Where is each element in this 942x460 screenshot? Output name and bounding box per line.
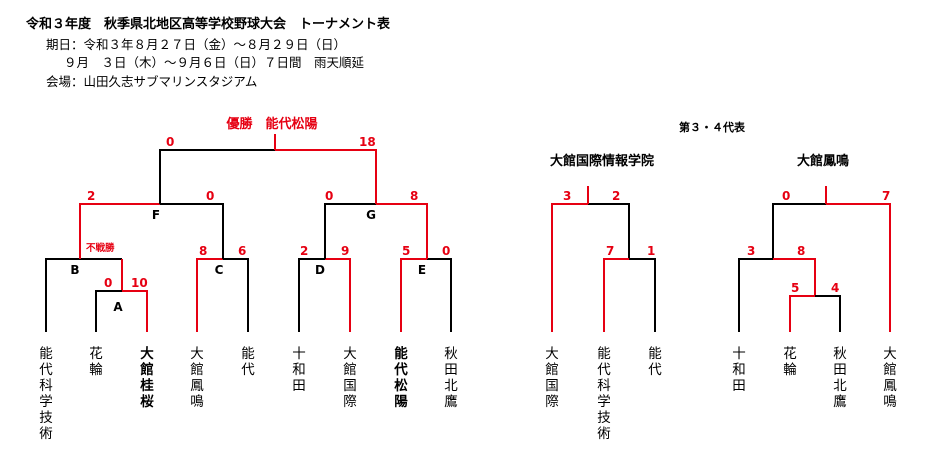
b2-top-right bbox=[826, 203, 891, 332]
team-name: 花輪 bbox=[783, 346, 797, 378]
line-f-left bbox=[79, 203, 160, 259]
team-name: 大館桂桜 bbox=[139, 345, 154, 410]
third-fourth-title: 第３・４代表 bbox=[679, 120, 746, 134]
line-g-right bbox=[376, 203, 428, 259]
dates-line-1: 期日：令和３年８月２７日（金）～８月２９日（日） bbox=[46, 37, 347, 52]
node-labels: A B C D E F G bbox=[70, 208, 426, 314]
dates-line-2: ９月 ３日（木）～９月６日（日）７日間 雨天順延 bbox=[64, 55, 365, 70]
team-name: 能代松陽 bbox=[393, 345, 408, 410]
bracket2-winner: 大館鳳鳴 bbox=[797, 153, 849, 169]
line-c-right bbox=[223, 258, 249, 332]
third-fourth-scores: 3 2 7 1 0 7 3 8 5 4 bbox=[563, 189, 890, 295]
third-fourth-bracket-lines bbox=[551, 186, 891, 332]
score: 0 bbox=[206, 189, 214, 203]
team-names: 能代科学技術 花輪 大館桂桜 大館鳳鳴 能代 十和田 大館国際 能代松陽 秋田北鷹 大館国際 能代科… bbox=[39, 345, 897, 442]
champion-label: 優勝 能代松陽 bbox=[225, 116, 317, 132]
team-name: 能代科学技術 bbox=[39, 346, 53, 442]
score: 0 bbox=[442, 244, 450, 258]
score: 2 bbox=[300, 244, 308, 258]
team-name: 大館鳳鳴 bbox=[190, 346, 204, 410]
b2-top-left bbox=[772, 203, 826, 259]
score: 4 bbox=[831, 281, 839, 295]
team-name: 大館国際 bbox=[545, 346, 559, 410]
b1-top-right bbox=[588, 203, 630, 259]
line-d-right bbox=[325, 258, 351, 332]
score: 3 bbox=[563, 189, 571, 203]
team-name: 能代 bbox=[241, 346, 255, 378]
line-final-right bbox=[275, 149, 377, 204]
b2-mid-left bbox=[738, 258, 773, 332]
team-name: 大館鳳鳴 bbox=[883, 346, 897, 410]
venue-line: 会場：山田久志サブマリンスタジアム bbox=[46, 74, 258, 89]
score: 9 bbox=[341, 244, 349, 258]
team-name: 大館国際 bbox=[343, 346, 357, 410]
score: 8 bbox=[199, 244, 207, 258]
score: 3 bbox=[747, 244, 755, 258]
node-b: B bbox=[70, 263, 79, 277]
score: 0 bbox=[104, 276, 112, 290]
score: 0 bbox=[782, 189, 790, 203]
line-f-right bbox=[160, 203, 224, 259]
line-g-left bbox=[324, 203, 376, 259]
score: 0 bbox=[325, 189, 333, 203]
line-e-left bbox=[400, 258, 427, 332]
score: 2 bbox=[612, 189, 620, 203]
bracket1-winner: 大館国際情報学院 bbox=[550, 153, 654, 169]
score: 10 bbox=[131, 276, 148, 290]
line-d-left bbox=[298, 258, 325, 332]
score: 5 bbox=[402, 244, 410, 258]
forfeit-label: 不戦勝 bbox=[86, 242, 115, 254]
score: 8 bbox=[797, 244, 805, 258]
line-a-right bbox=[122, 290, 148, 332]
score: 8 bbox=[410, 189, 418, 203]
score: 5 bbox=[791, 281, 799, 295]
main-bracket-lines bbox=[45, 134, 452, 332]
node-a: A bbox=[113, 300, 123, 314]
line-b-left bbox=[45, 258, 122, 332]
score: 2 bbox=[87, 189, 95, 203]
line-a-left bbox=[95, 290, 122, 332]
team-name: 十和田 bbox=[732, 346, 746, 394]
line-e-right bbox=[427, 258, 452, 332]
score: 7 bbox=[606, 244, 614, 258]
score: 18 bbox=[359, 135, 376, 149]
document-title: 令和３年度 秋季県北地区高等学校野球大会 トーナメント表 bbox=[26, 17, 391, 32]
b1-sub-left bbox=[603, 258, 629, 332]
line-final-left bbox=[159, 149, 275, 204]
b2-sub-left bbox=[789, 295, 815, 332]
b2-sub-right bbox=[815, 295, 841, 332]
team-name: 能代科学技術 bbox=[597, 346, 611, 442]
line-c-left bbox=[196, 258, 223, 332]
score: 6 bbox=[238, 244, 246, 258]
team-name: 秋田北鷹 bbox=[833, 346, 847, 410]
score: 1 bbox=[647, 244, 655, 258]
node-g: G bbox=[366, 208, 376, 222]
main-scores: 0 18 2 0 0 8 8 6 2 9 5 0 0 10 bbox=[87, 135, 450, 290]
node-c: C bbox=[215, 263, 224, 277]
score: 0 bbox=[166, 135, 174, 149]
team-name: 能代 bbox=[648, 346, 662, 378]
b2-mid-right bbox=[773, 258, 816, 296]
b1-sub-right bbox=[629, 258, 656, 332]
team-name: 花輪 bbox=[89, 346, 103, 378]
score: 7 bbox=[882, 189, 890, 203]
team-name: 十和田 bbox=[292, 346, 306, 394]
node-f: F bbox=[152, 208, 160, 222]
node-e: E bbox=[418, 263, 426, 277]
team-name: 秋田北鷹 bbox=[444, 346, 458, 410]
b1-top-left bbox=[551, 203, 588, 332]
node-d: D bbox=[315, 263, 325, 277]
